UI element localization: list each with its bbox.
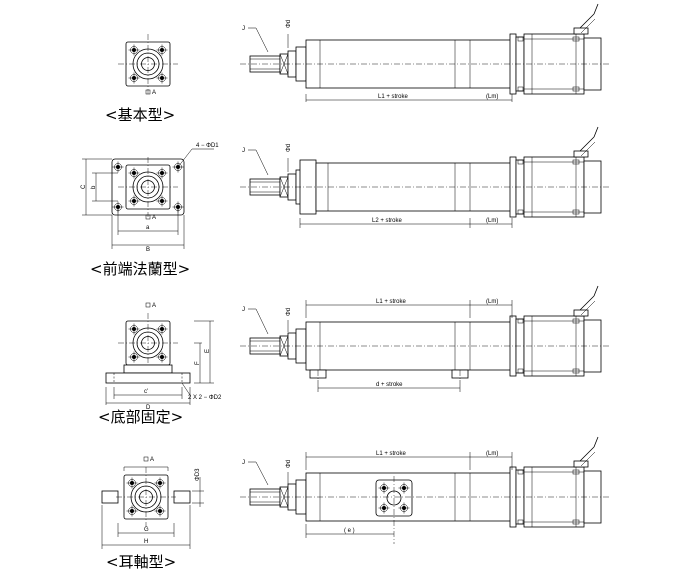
foot-side-view: J Φd L1 + stroke (Lm) d + stroke [240, 285, 610, 392]
four-phi-d1-label: 4 − ΦD1 [196, 143, 219, 149]
d-stroke-label: d + stroke [376, 382, 403, 388]
b-upper-dim-label: B [146, 247, 150, 253]
basic-side-view: J Φd L1 + stroke (Lm) [240, 3, 610, 102]
j-label: J [242, 307, 245, 313]
foot-end-view: A F E c' D 2 X 2 − ΦD2 [105, 302, 222, 411]
a-mark-label: A [150, 457, 154, 463]
l1-stroke-label: L1 + stroke [376, 451, 407, 457]
a-lower-dim-label: a [146, 225, 150, 231]
basic-type-group: A <基本型> J Φd L1 + stroke (Lm) [105, 3, 610, 124]
lm-label: (Lm) [486, 299, 498, 305]
a-mark-label: A [152, 303, 156, 309]
trunnion-type-group: A ΦD3 G H <耳軸型> [101, 436, 610, 571]
j-label: J [242, 148, 245, 154]
j-label: J [242, 26, 245, 32]
lm-label: (Lm) [486, 451, 498, 457]
b-lower-dim-label: b [91, 185, 97, 189]
phi-d-label: Φd [286, 460, 292, 468]
flange-side-view: J Φd L2 + stroke (Lm) [240, 126, 610, 228]
l1-stroke-label: L1 + stroke [376, 299, 407, 305]
front-flange-type-caption: <前端法蘭型> [90, 260, 190, 278]
basic-end-view: A [118, 34, 178, 96]
e-dim-label: E [205, 349, 211, 353]
flange-end-view: A C b a B 4 − ΦD1 [81, 143, 219, 253]
g-dim-label: G [144, 527, 149, 533]
a-mark-label: A [152, 215, 156, 221]
c-dim-label: C [81, 184, 87, 189]
foot-plate [105, 372, 191, 384]
e-paren-label: ( e ) [344, 528, 355, 534]
a-mark-square [145, 89, 151, 95]
phi-d3-label: ΦD3 [195, 468, 201, 481]
j-label: J [242, 460, 245, 466]
phi-d-label: Φd [286, 308, 292, 316]
phi-d-label: Φd [286, 144, 292, 152]
basic-type-caption: <基本型> [105, 106, 175, 124]
a-mark-label: A [152, 90, 156, 96]
foot-type-caption: <底部固定> [98, 408, 183, 426]
foot-type-group: A F E c' D 2 X 2 − ΦD2 <底部固定> [98, 285, 610, 426]
d-upper-dim-label: D [146, 405, 151, 411]
trunnion-pin-right [173, 490, 191, 504]
f-dim-label: F [195, 361, 201, 365]
front-flange-type-group: A C b a B 4 − ΦD1 <前端法蘭型> [81, 126, 610, 278]
trunnion-side-view: J Φd L1 + stroke (Lm) ( e ) [240, 436, 610, 544]
trunnion-end-view: A ΦD3 G H [101, 456, 204, 549]
two-x2-phi-d2-label: 2 X 2 − ΦD2 [188, 395, 222, 401]
lm-label: (Lm) [486, 94, 498, 100]
l2-stroke-label: L2 + stroke [372, 218, 403, 224]
l1-stroke-label: L1 + stroke [378, 94, 409, 100]
trunnion-pin-left [101, 490, 119, 504]
lm-label: (Lm) [486, 218, 498, 224]
trunnion-type-caption: <耳軸型> [106, 553, 176, 571]
phi-d-label: Φd [286, 20, 292, 28]
h-dim-label: H [144, 539, 148, 545]
c-prime-dim-label: c' [144, 389, 148, 395]
